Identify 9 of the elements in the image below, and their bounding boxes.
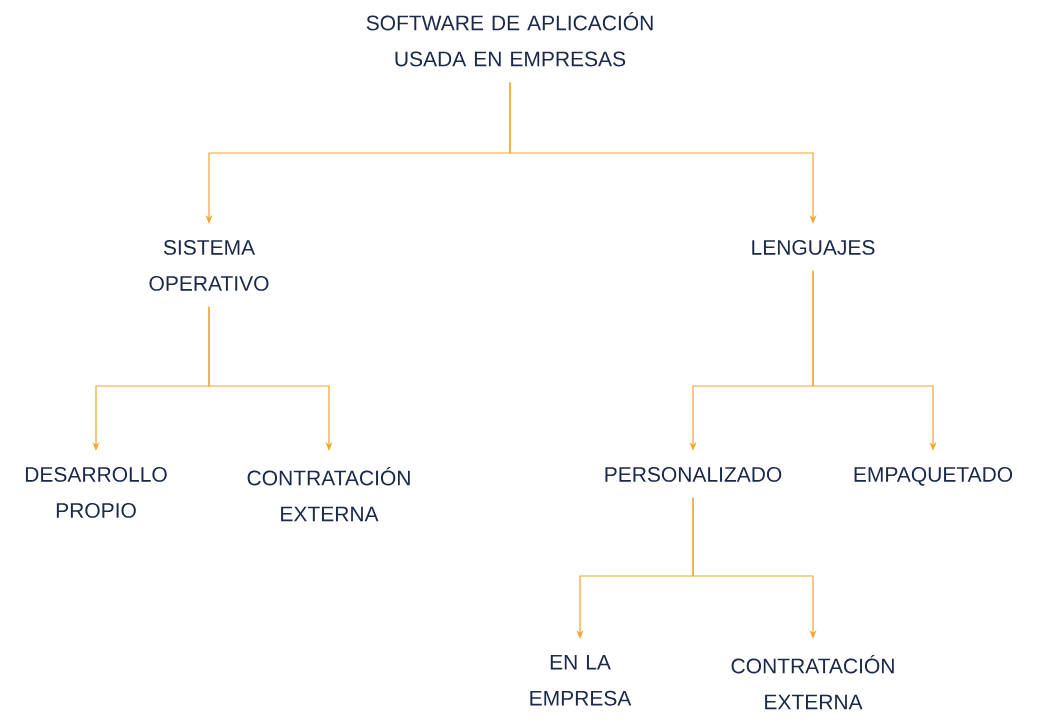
node-label: SOFTWARE DE APLICACIÓN USADA EN EMPRESAS	[366, 12, 653, 67]
node-label: CONTRATACIÓN EXTERNA	[247, 467, 410, 522]
node-label: SISTEMA OPERATIVO	[149, 240, 269, 291]
node-label: CONTRATACIÓN EXTERNA	[731, 655, 894, 710]
node-label: EMPAQUETADO	[854, 467, 1013, 486]
node-label: EN LA EMPRESA	[530, 655, 632, 706]
node-label: LENGUAJES	[752, 240, 875, 255]
node-label: PERSONALIZADO	[605, 467, 782, 482]
node-label: DESARROLLO PROPIO	[25, 467, 167, 518]
